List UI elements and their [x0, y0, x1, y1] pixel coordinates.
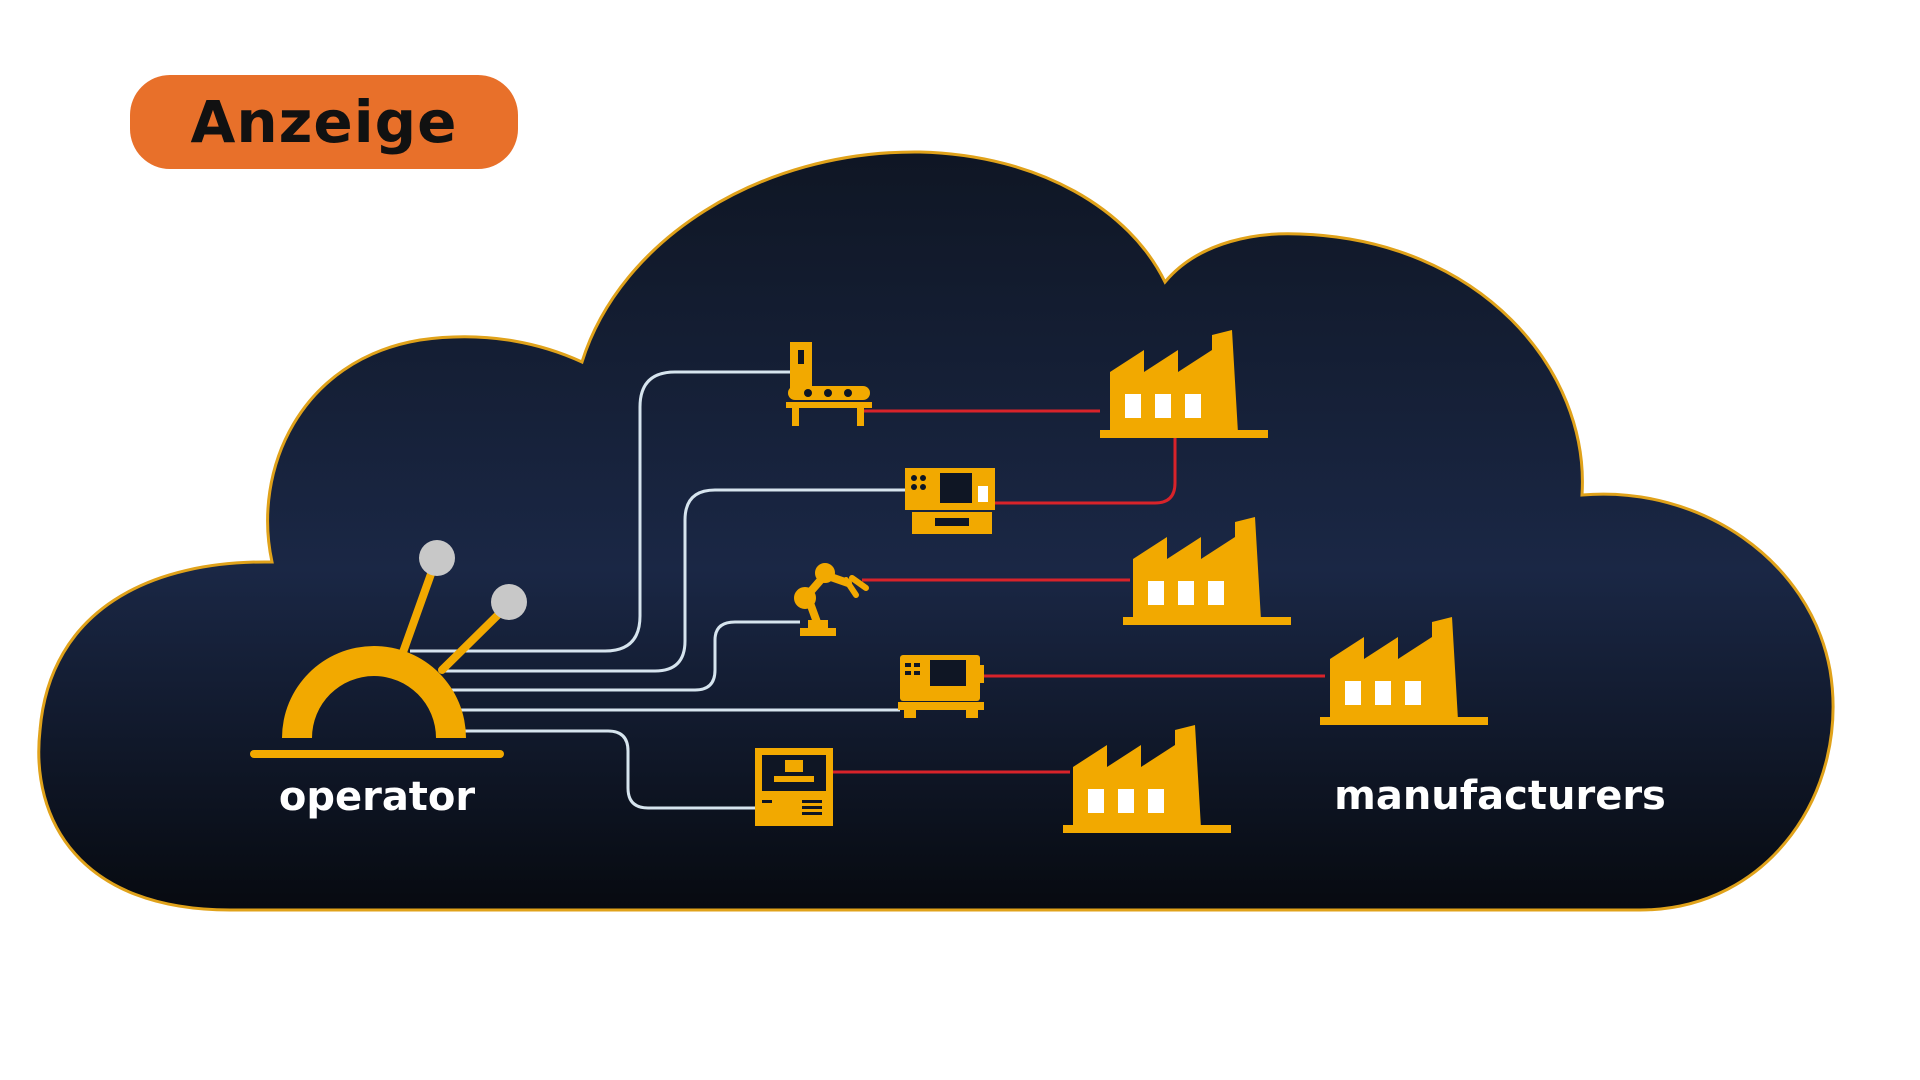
factory-icon — [1123, 517, 1291, 625]
operator-label: operator — [279, 774, 476, 820]
operator-joystick-icon — [250, 540, 527, 758]
red-line-2 — [990, 433, 1177, 505]
connection-line-2 — [440, 488, 905, 673]
operator-connections — [410, 370, 905, 810]
control-panel-machine-icon — [905, 468, 995, 534]
manufacturers-label: manufacturers — [1334, 773, 1666, 819]
robot-arm-icon — [794, 563, 869, 636]
conveyor-machine-icon — [786, 342, 872, 426]
ad-badge: Anzeige — [130, 75, 518, 169]
factory-icon — [1100, 330, 1268, 438]
factory-connections — [830, 409, 1325, 774]
factory-icon — [1063, 725, 1231, 833]
connection-line-1 — [410, 370, 790, 653]
cnc-lathe-icon — [898, 655, 984, 718]
connection-line-5 — [460, 729, 755, 810]
press-machine-icon — [755, 748, 833, 826]
factory-icon — [1320, 617, 1488, 725]
connection-line-3 — [450, 620, 800, 692]
